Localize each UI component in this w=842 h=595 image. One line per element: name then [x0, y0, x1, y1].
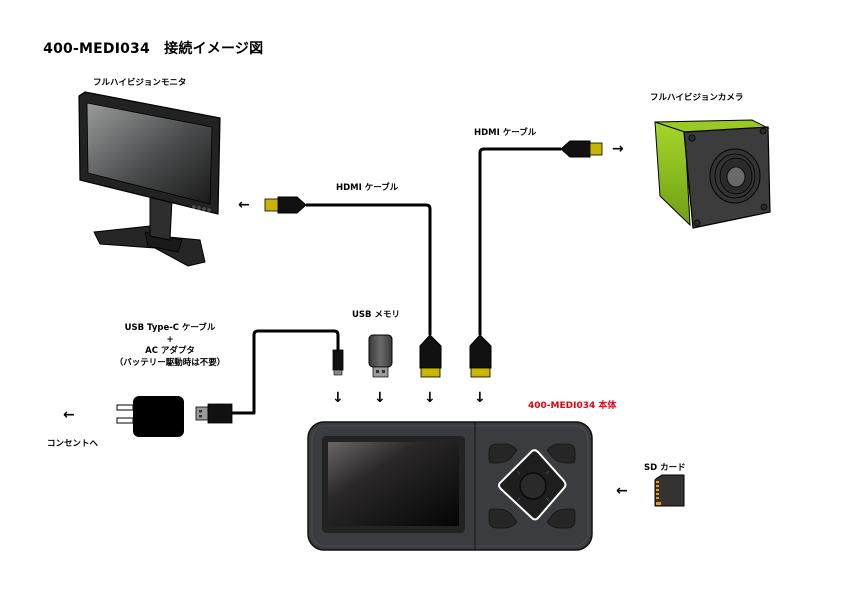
hdmi-cable-monitor-label: HDMI ケーブル — [336, 183, 399, 193]
diagram-subtitle: 接続イメージ図 — [164, 41, 264, 57]
arrow-to-monitor: ← — [238, 197, 250, 213]
cables — [232, 147, 561, 415]
power-label-line-1: USB Type-C ケーブル — [124, 323, 216, 333]
arrow-to-outlet: ← — [63, 407, 75, 423]
arrow-usb-c-to-device: ↓ — [332, 390, 344, 406]
hdmi-plug-monitor — [264, 196, 307, 214]
arrow-hdmi-1-to-device: ↓ — [424, 390, 436, 406]
sd-card-label: SD カード — [644, 463, 686, 473]
device-label: 400-MEDI034 本体 — [528, 401, 617, 411]
monitor-label: フルハイビジョンモニタ — [93, 78, 187, 88]
power-label-line-4: （バッテリー駆動時は不要） — [114, 357, 226, 368]
device-illustration — [307, 421, 593, 551]
usb-memory-label: USB メモリ — [352, 310, 400, 320]
hdmi-cable-camera-label: HDMI ケーブル — [474, 128, 537, 138]
hdmi-plug-device-2 — [469, 334, 492, 378]
power-supply-label: USB Type-C ケーブル + AC アダプタ （バッテリー駆動時は不要） — [100, 323, 240, 369]
usb-a-plug — [195, 403, 233, 424]
arrow-to-camera: → — [612, 141, 624, 157]
monitor-illustration — [78, 91, 221, 267]
power-label-line-3: AC アダプタ — [145, 346, 195, 356]
hdmi-cable-camera-path — [478, 147, 561, 335]
usb-c-cable-path — [232, 329, 340, 415]
power-label-line-2: + — [166, 334, 174, 345]
arrow-from-sd-card: ← — [616, 483, 628, 499]
hdmi-plug-camera — [560, 140, 603, 158]
ac-adapter — [116, 396, 184, 437]
arrow-usb-memory-to-device: ↓ — [374, 390, 386, 406]
sd-card — [654, 474, 685, 507]
page-title: 400-MEDI034 接続イメージ図 — [33, 22, 263, 58]
usb-c-plug — [332, 349, 344, 376]
model-number: 400-MEDI034 — [43, 41, 150, 57]
camera-label: フルハイビジョンカメラ — [650, 93, 744, 103]
hdmi-plug-device-1 — [419, 334, 442, 378]
usb-memory-stick — [368, 334, 393, 378]
outlet-label: コンセントへ — [47, 439, 99, 449]
hdmi-cable-monitor-path — [306, 203, 432, 335]
arrow-hdmi-2-to-device: ↓ — [474, 390, 486, 406]
camera-illustration — [654, 119, 771, 229]
